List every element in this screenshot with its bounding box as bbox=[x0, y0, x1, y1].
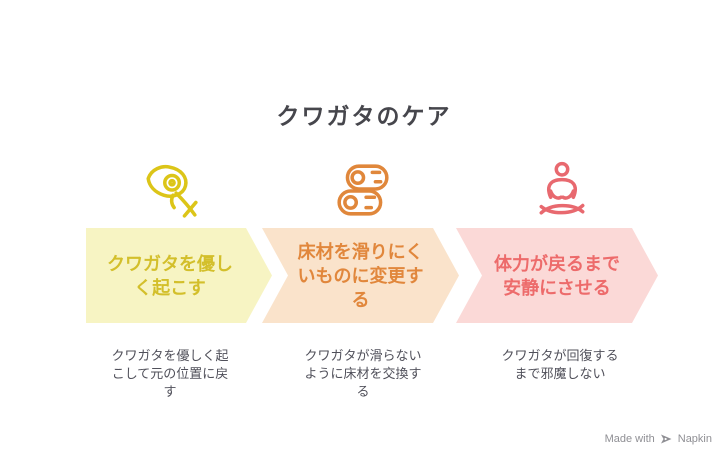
step-description-1: クワガタを優しく起 こして元の位置に戻 す bbox=[111, 348, 229, 399]
napkin-logo-icon bbox=[660, 433, 673, 445]
feather-icon bbox=[142, 161, 200, 219]
step-description-2: クワガタが滑らない ように床材を交換す る bbox=[304, 348, 422, 399]
made-with-label: Made with bbox=[604, 433, 655, 445]
step-arrow-2: 床材を滑りにく いものに変更す る bbox=[262, 228, 459, 323]
logs-icon bbox=[334, 161, 392, 219]
step-arrow-1: クワガタを優し く起こす bbox=[86, 228, 272, 323]
step-label-1: クワガタを優し く起こす bbox=[107, 253, 233, 298]
meditation-icon bbox=[533, 161, 591, 219]
step-description-3: クワガタが回復する まで邪魔しない bbox=[501, 348, 619, 381]
step-arrow-3: 体力が戻るまで 安静にさせる bbox=[456, 228, 658, 323]
step-label-2: 床材を滑りにく いものに変更す る bbox=[297, 241, 424, 310]
brand-label: Napkin bbox=[677, 433, 712, 445]
step-label-3: 体力が戻るまで 安静にさせる bbox=[494, 253, 620, 298]
napkin-branding: Made with Napkin bbox=[605, 433, 712, 445]
page-title: クワガタのケア bbox=[276, 103, 452, 129]
